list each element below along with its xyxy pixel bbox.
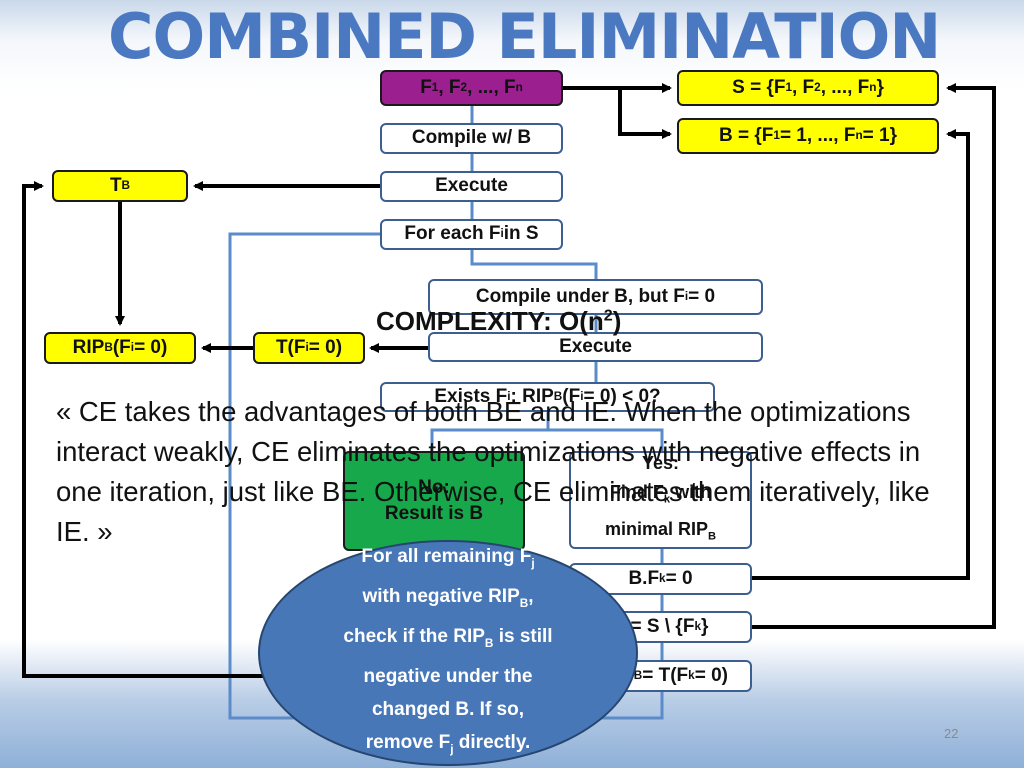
- complexity-label: COMPLEXITY: O(n2): [376, 306, 621, 337]
- set-b-text2: = 1, ..., F: [779, 124, 856, 146]
- find-fk-line: Find Fk with: [610, 478, 711, 515]
- ellipse-sub-3: B: [484, 636, 494, 650]
- execute-box-1: Execute: [380, 171, 563, 202]
- page-number: 22: [944, 726, 959, 741]
- for-each-sub: i: [500, 227, 504, 241]
- flags-text3: , ..., F: [467, 76, 516, 98]
- t-fi-text: T(F: [275, 336, 306, 358]
- result-label: Result is B: [384, 503, 484, 524]
- note-ellipse: For all remaining Fj with negative RIPB,…: [258, 540, 638, 766]
- ellipse-text-2: with negative RIP: [362, 586, 520, 608]
- flags-text2: , F: [438, 76, 461, 98]
- no-label: No:: [418, 477, 450, 498]
- ellipse-text-3b: is still: [493, 626, 553, 647]
- flags-sub1: 1: [431, 80, 439, 94]
- bfk-sub: k: [659, 571, 666, 585]
- flags-text: F: [420, 76, 432, 98]
- set-s-text3: , ..., F: [820, 76, 870, 98]
- rip-fi-text2: (F: [112, 336, 131, 358]
- exists-text2: : RIP: [510, 385, 554, 407]
- slide-title: COMBINED ELIMINATION: [108, 0, 941, 73]
- ellipse-line-5: changed B. If so,: [371, 698, 525, 720]
- ellipse-line-3: check if the RIPB is still: [323, 620, 573, 660]
- exists-sub3: i: [580, 389, 584, 403]
- exists-text4: = 0) < 0?: [583, 385, 661, 407]
- compile-under-sub: i: [684, 289, 689, 303]
- execute-box-2: Execute: [428, 332, 763, 362]
- ellipse-text-3: check if the RIP: [343, 626, 485, 647]
- ellipse-line-2: with negative RIPB,: [323, 580, 573, 620]
- minimal-rip-text: minimal RIP: [604, 518, 708, 539]
- ellipse-text-1: For all remaining F: [361, 546, 532, 568]
- bfk-text: B.F: [628, 567, 660, 589]
- set-s-sub3: n: [869, 80, 877, 94]
- set-s-text: S = {F: [732, 76, 786, 98]
- rip-fi-text3: = 0): [134, 336, 168, 358]
- exists-sub: i: [507, 389, 511, 403]
- rip-fi-text: RIP: [72, 336, 105, 358]
- ellipse-sub-2: B: [519, 597, 529, 610]
- flags-sub2: 2: [460, 80, 468, 94]
- yes-label: Yes:: [641, 452, 680, 473]
- ellipse-line-1: For all remaining Fj: [323, 540, 573, 580]
- minimal-rip-sub: B: [707, 530, 717, 543]
- set-b-text: B = {F: [719, 124, 774, 146]
- ce-quote: « CE takes the advantages of both BE and…: [56, 396, 930, 547]
- ellipse-line-4: negative under the: [363, 665, 533, 687]
- yes-box: Yes: Find Fk with minimal RIPB: [569, 451, 752, 549]
- s-minus-text2: }: [700, 615, 709, 637]
- find-fk-sub: k: [663, 493, 671, 506]
- bfk-text2: = 0: [665, 567, 693, 589]
- set-s-text4: }: [876, 76, 884, 98]
- exists-sub2: B: [553, 389, 563, 403]
- t-fi-text2: = 0): [308, 336, 343, 358]
- tb-update-sub2: k: [688, 668, 695, 682]
- tb-update-sub: B: [633, 668, 643, 682]
- compile-b-box: Compile w/ B: [380, 123, 563, 154]
- for-each-text: For each F: [404, 223, 501, 245]
- find-fk-text: Find F: [609, 481, 664, 502]
- rip-fi-sub2: i: [130, 340, 135, 354]
- set-s-sub2: 2: [814, 80, 821, 94]
- exists-text3: (F: [562, 385, 581, 407]
- ellipse-text-2b: ,: [528, 586, 534, 608]
- set-b-sub2: n: [855, 128, 863, 142]
- minimal-rip-line: minimal RIPB: [605, 515, 716, 552]
- ellipse-text-6b: directly.: [453, 731, 531, 753]
- tb-update-text3: = 0): [694, 664, 728, 686]
- set-s-text2: , F: [792, 76, 815, 98]
- tb-text: T: [109, 174, 122, 196]
- complexity-exponent: 2: [603, 306, 613, 325]
- set-b-text3: = 1}: [862, 124, 897, 146]
- ellipse-text-6: remove F: [365, 731, 451, 753]
- flags-sub3: n: [515, 80, 523, 94]
- t-fi-sub: i: [305, 340, 309, 354]
- ellipse-line-6: remove Fj directly.: [323, 726, 573, 766]
- set-b-sub1: 1: [773, 128, 780, 142]
- find-fk-text2: with: [670, 481, 712, 502]
- complexity-close: ): [612, 306, 622, 336]
- exists-text: Exists F: [434, 385, 508, 407]
- set-s-sub1: 1: [785, 80, 792, 94]
- ellipse-sub-6: j: [450, 742, 454, 756]
- ellipse-sub-1: j: [531, 557, 535, 571]
- compile-under-text2: = 0: [688, 285, 716, 307]
- tb-sub: B: [121, 178, 131, 192]
- tb-update-text2: = T(F: [642, 664, 689, 686]
- rip-fi-sub: B: [104, 340, 113, 354]
- compile-under-text: Compile under B, but F: [475, 285, 685, 307]
- for-each-text2: in S: [503, 223, 539, 245]
- complexity-text: COMPLEXITY: O(n: [376, 306, 604, 336]
- s-minus-sub: k: [694, 619, 701, 633]
